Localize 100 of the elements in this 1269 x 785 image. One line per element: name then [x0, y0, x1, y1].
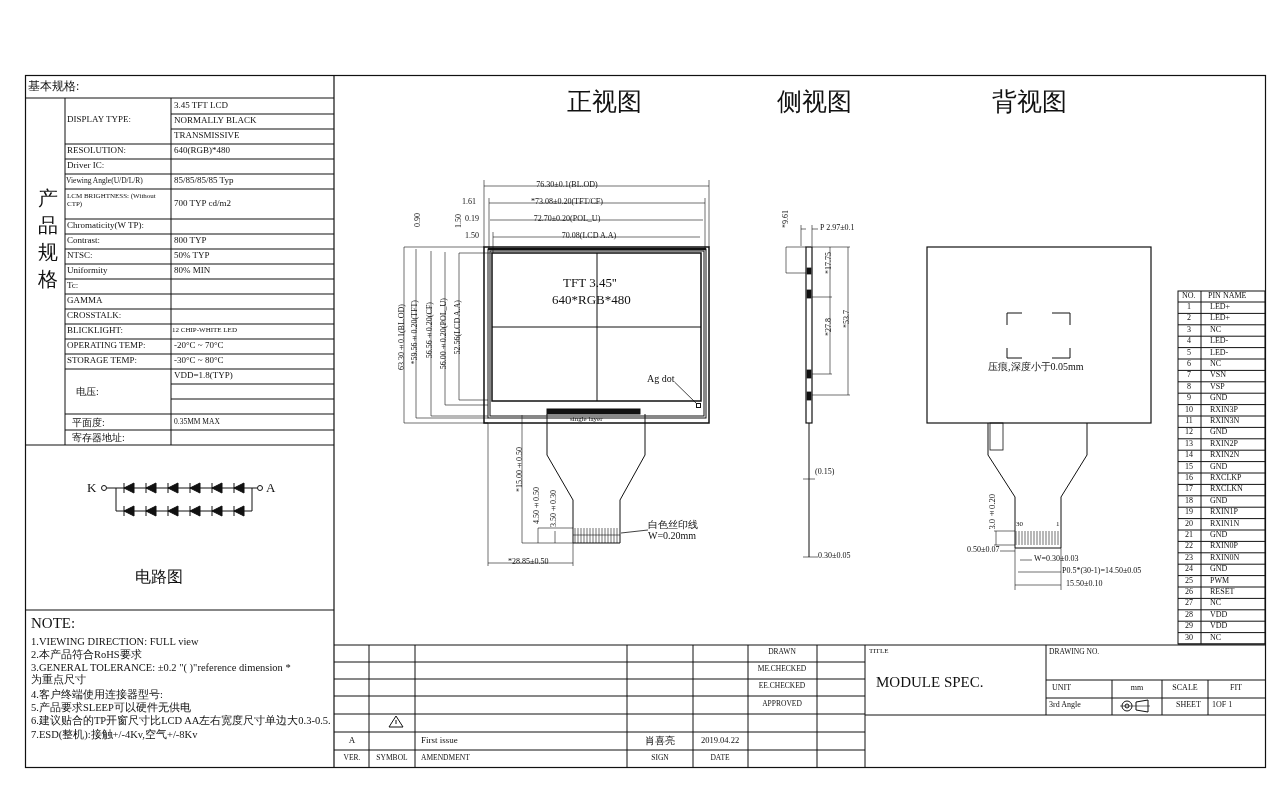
pin-name: RXIN0N — [1210, 553, 1240, 563]
spec-label: GAMMA — [67, 296, 103, 306]
spec-value: 640(RGB)*480 — [174, 146, 230, 156]
pin-number: 20 — [1185, 519, 1193, 529]
pin-name: RXIN3P — [1210, 405, 1238, 415]
dimension-text: 1.61 — [462, 198, 476, 207]
pin-name: VSP — [1210, 382, 1225, 392]
spec-label: Uniformity — [67, 266, 108, 276]
spec-label: 寄存器地址: — [72, 432, 125, 443]
dimension-text: P0.5*(30-1)=14.50±0.05 — [1062, 567, 1142, 576]
title-block-value: 1OF 1 — [1212, 701, 1233, 710]
dimension-text: *15.00±0.50 — [516, 447, 525, 492]
dimension-text: 0.50±0.07 — [967, 546, 1000, 555]
drawing-note: 压痕,深度小于0.05mm — [988, 361, 1084, 372]
dimension-text: W=0.30±0.03 — [1034, 555, 1079, 564]
spec-label: CROSSTALK: — [67, 311, 122, 321]
dimension-text: 3.50±0.30 — [550, 490, 559, 527]
title-block-label: UNIT — [1052, 684, 1072, 693]
callout-text: Ag dot — [647, 373, 675, 384]
pin-number: 19 — [1185, 508, 1193, 517]
pin-name: RXIN2N — [1210, 451, 1240, 460]
column-header: NO. — [1182, 292, 1196, 301]
pin-name: LED- — [1210, 348, 1229, 358]
pin-name: GND — [1210, 428, 1228, 438]
note-text: 7.ESD(整机):接触+/-4Kv,空气+/-8Kv — [31, 729, 198, 741]
spec-label: DISPLAY TYPE: — [67, 115, 131, 125]
spec-label: Driver IC: — [67, 161, 105, 171]
dimension-text: 1.50 — [465, 232, 479, 241]
note-text: 3.GENERAL TOLERANCE: ±0.2 "( )"reference dimension *为重点尺寸 — [31, 662, 292, 686]
title-block-value: 2019.04.22 — [700, 736, 740, 746]
dimension-text: *17.75 — [825, 252, 834, 274]
spec-value: 3.45 TFT LCD — [174, 101, 228, 111]
dimension-text: 56.00±0.20(POL_U) — [440, 298, 449, 370]
ag-dot-pad — [696, 403, 701, 408]
spec-value: 700 TYP cd/m2 — [174, 199, 231, 209]
pin-number: 4 — [1187, 337, 1191, 346]
pin-number: 9 — [1187, 394, 1191, 403]
pin-number: 6 — [1187, 360, 1191, 369]
spec-value: 80% MIN — [174, 266, 211, 276]
view-title: 背视图 — [992, 88, 1067, 116]
note-text: 5.产品要求SLEEP可以硬件无供电 — [31, 702, 191, 714]
spec-label: NTSC: — [67, 251, 93, 261]
spec-label: 平面度: — [72, 417, 105, 428]
spec-value: 50% TYP — [174, 251, 210, 261]
pin-number: 23 — [1185, 553, 1193, 563]
pin-number: 3 — [1187, 325, 1191, 335]
title-block-label: SCALE — [1172, 684, 1198, 693]
spec-label: Contrast: — [67, 236, 100, 246]
dimension-text: 15.50±0.10 — [1066, 580, 1103, 589]
dimension-text: *53.7 — [843, 310, 852, 328]
pin-number: 1 — [1187, 303, 1191, 312]
pin-number: 29 — [1185, 622, 1193, 631]
dimension-text: *9.61 — [782, 210, 791, 228]
pin-name: NC — [1210, 325, 1222, 335]
pin-number: 15 — [1185, 462, 1193, 472]
note-text: 6.建议贴合的TP开窗尺寸比LCD AA左右宽度尺寸单边大0.3-0.5. — [31, 715, 331, 727]
dimension-text: *27.8 — [825, 318, 834, 336]
pin-name: GND — [1210, 496, 1228, 506]
note-text: 2.本产品符合RoHS要求 — [31, 649, 142, 661]
title-block-value: mm — [1130, 684, 1144, 693]
dimension-text: 1.50 — [455, 214, 464, 228]
spec-label: 电压: — [76, 386, 99, 397]
dimension-text: P 2.97±0.1 — [820, 224, 855, 233]
title-block-value: MODULE SPEC. — [876, 674, 984, 691]
spec-value: 85/85/85/85 Typ — [174, 176, 234, 186]
callout-text: 白色丝印线 W=0.20mm — [648, 519, 698, 541]
pin-number: 12 — [1185, 428, 1193, 438]
diagram-caption: 电路图 — [135, 568, 183, 586]
dimension-text: 52.56(LCD A.A) — [454, 300, 463, 355]
pin-number: 18 — [1185, 496, 1193, 506]
pin-number: 28 — [1185, 610, 1193, 620]
pin-name: RXIN0P — [1210, 542, 1238, 552]
pin-name: RXCLKP — [1210, 474, 1242, 483]
dimension-text: 3.0±0.20 — [988, 494, 998, 530]
pin-name: VDD — [1210, 610, 1228, 620]
column-header: PIN NAME — [1208, 292, 1247, 301]
spec-value: VDD=1.8(TYP) — [174, 371, 233, 381]
view-title: 正视图 — [567, 88, 642, 116]
pin-name: RXIN3N — [1210, 417, 1240, 426]
spec-value: TRANSMISSIVE — [174, 131, 240, 141]
pin-name: NC — [1210, 599, 1222, 609]
pin-name: RXIN2P — [1210, 439, 1238, 449]
pin-number: 11 — [1185, 417, 1193, 426]
spec-label: STORAGE TEMP: — [67, 356, 137, 366]
spec-value: -30°C ~ 80°C — [174, 356, 224, 366]
title-block-label: SHEET — [1176, 701, 1201, 710]
pin-name: LED- — [1210, 337, 1229, 346]
pin-number: 26 — [1185, 588, 1193, 597]
spec-label: OPERATING TEMP: — [67, 341, 146, 351]
pin-number: 8 — [1187, 382, 1191, 392]
pin-name: LED+ — [1210, 303, 1231, 312]
dimension-text: *73.08±0.20(TFT/CF) — [531, 198, 603, 207]
display-text: 640*RGB*480 — [552, 293, 631, 308]
dimension-text: 76.30±0.1(BL.OD) — [536, 181, 598, 190]
pin-number: 21 — [1185, 531, 1193, 540]
dimension-text: 0.19 — [465, 215, 479, 224]
pin-number: 17 — [1185, 485, 1193, 495]
pin-number: 13 — [1185, 439, 1193, 449]
terminal-label: K — [87, 481, 97, 496]
terminal-label: A — [266, 481, 276, 496]
